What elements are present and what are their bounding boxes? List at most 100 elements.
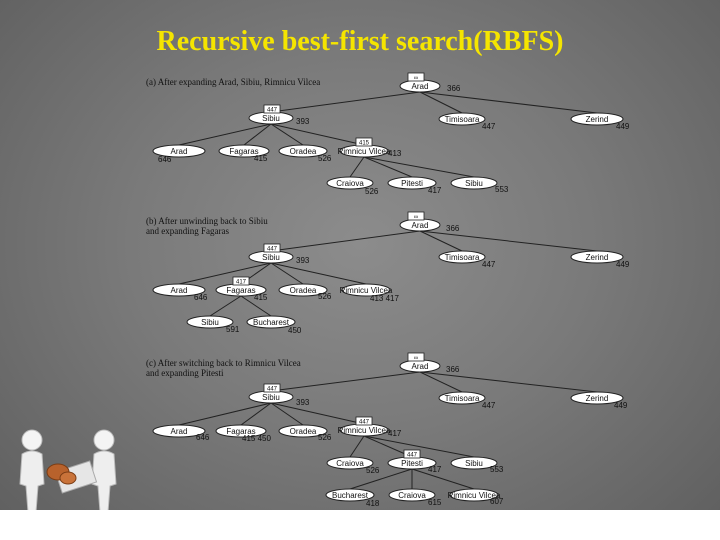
f-limit-box [355, 137, 373, 147]
tree-node [326, 456, 374, 470]
node-label: Pitesti [401, 179, 423, 188]
tree-edge [419, 91, 598, 114]
f-limit-box [407, 72, 425, 82]
tree-node [387, 176, 437, 190]
node-label: Oradea [290, 147, 317, 156]
f-value: 646 [158, 155, 172, 164]
tree-node [152, 144, 206, 158]
f-value: 366 [446, 224, 460, 233]
f-value: 417 [388, 429, 402, 438]
node-label: Fagaras [226, 286, 255, 295]
tree-node [215, 424, 267, 438]
f-limit-value: 447 [267, 247, 278, 253]
node-label: Sibiu [262, 393, 280, 402]
f-value: 591 [226, 325, 240, 334]
f-value: 366 [446, 365, 460, 374]
node-label: Rimnicu Vilcea [448, 491, 501, 500]
tree-node [152, 424, 206, 438]
tree-edge [178, 402, 272, 426]
f-value: 449 [614, 401, 628, 410]
node-label: Fagaras [226, 427, 255, 436]
figure-head-left [21, 429, 43, 451]
tree-edge [243, 123, 272, 146]
tree-node [278, 144, 328, 158]
tree-edge [363, 156, 475, 178]
f-value: 526 [318, 292, 332, 301]
tree-edge [349, 156, 365, 178]
f-value: 450 [288, 326, 302, 335]
tree-edge [270, 91, 421, 113]
f-limit-value: 447 [267, 387, 278, 393]
tree-edge [419, 371, 463, 393]
f-limit-box [407, 352, 425, 362]
f-value: 615 [428, 498, 442, 507]
tree-node [438, 250, 486, 264]
node-label: Zerind [586, 253, 609, 262]
tree-node [570, 112, 624, 126]
node-label: Rimnicu Vilcea [338, 426, 391, 435]
tree-edge [270, 230, 421, 252]
node-label: Arad [171, 427, 188, 436]
tree-node [570, 391, 624, 405]
f-limit-box [263, 243, 281, 253]
tree-node [152, 283, 206, 297]
tree-node [326, 176, 374, 190]
figure-body-left [19, 450, 45, 513]
tree-node [450, 176, 498, 190]
node-label: Oradea [290, 286, 317, 295]
tree-node [449, 488, 499, 502]
f-value: 646 [196, 433, 210, 442]
tree-edge [270, 262, 367, 285]
f-value: 418 [366, 499, 380, 508]
two-figures-clipart [19, 429, 117, 513]
f-value: 393 [296, 117, 310, 126]
figure-head-right [93, 429, 115, 451]
node-label: Craiova [336, 459, 364, 468]
tree-node [450, 456, 498, 470]
f-value: 553 [495, 185, 509, 194]
f-limit-box [263, 104, 281, 114]
tree-edge [270, 262, 304, 285]
tree-edge [419, 230, 598, 252]
f-limit-box [263, 383, 281, 393]
f-value: 415 [254, 293, 268, 302]
node-label: Timisoara [445, 394, 480, 403]
tree-node [246, 315, 296, 329]
tree-edge [419, 230, 463, 252]
f-value: 393 [296, 398, 310, 407]
f-limit-value: 447 [267, 108, 278, 114]
tree-edge [363, 435, 475, 458]
tree-node [570, 250, 624, 264]
f-limit-box [407, 211, 425, 221]
node-label: Sibiu [262, 114, 280, 123]
node-label: Timisoara [445, 253, 480, 262]
f-limit-value: ∞ [414, 215, 418, 221]
tree-edge [349, 468, 413, 490]
tree-edge [270, 371, 421, 392]
node-label: Sibiu [262, 253, 280, 262]
node-label: Rimnicu Vilcea [338, 147, 391, 156]
node-label: Arad [412, 82, 429, 91]
node-label: Craiova [336, 179, 364, 188]
tree-node [341, 283, 391, 297]
stamp-icon-2 [59, 471, 77, 485]
node-label: Bucharest [332, 491, 369, 500]
tree-node [278, 283, 328, 297]
tree-node [186, 315, 234, 329]
f-value: 553 [490, 465, 504, 474]
f-value: 366 [447, 84, 461, 93]
tree-node [388, 488, 436, 502]
tree-node [278, 424, 328, 438]
f-value: 646 [194, 293, 208, 302]
node-label: Sibiu [465, 179, 483, 188]
f-value: 526 [318, 433, 332, 442]
f-limit-value: ∞ [414, 76, 418, 82]
f-value: 415 [254, 154, 268, 163]
node-label: Oradea [290, 427, 317, 436]
tree-edge [419, 91, 463, 114]
f-limit-value: 447 [407, 453, 418, 459]
panel-caption: and expanding Fagaras [146, 226, 229, 236]
tree-node [218, 144, 270, 158]
f-value: 447 [482, 122, 496, 131]
node-label: Sibiu [465, 459, 483, 468]
